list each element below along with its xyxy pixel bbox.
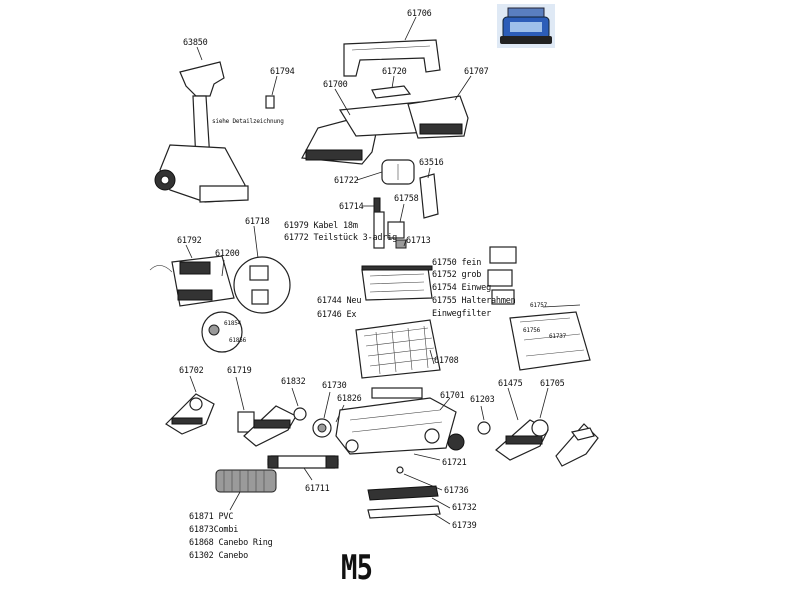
label-61475: 61475 [498, 379, 523, 389]
label-61200: 61200 [215, 249, 240, 259]
label-61718: 61718 [245, 217, 270, 227]
label-61744: 61744 Neu [317, 296, 362, 306]
label-filter-disposable-filter: Einwegfilter [432, 309, 492, 319]
handle-61706 [343, 39, 441, 77]
label-61794: 61794 [270, 67, 295, 77]
detail-circle-61718 [233, 256, 291, 314]
label-61756: 61756 [523, 327, 541, 334]
label-61706: 61706 [407, 9, 432, 19]
product-thumbnail [497, 4, 555, 48]
label-61719: 61719 [227, 366, 252, 376]
label-brush-pvc: 61871 PVC [189, 512, 234, 522]
label-filter-coarse: 61752 grob [432, 270, 482, 280]
label-61721: 61721 [442, 458, 467, 468]
label-61707: 61707 [464, 67, 489, 77]
label-61826: 61826 [337, 394, 362, 404]
label-61758: 61758 [394, 194, 419, 204]
part-61794 [265, 95, 275, 109]
label-61722: 61722 [334, 176, 359, 186]
wheel-61203 [447, 421, 491, 451]
drive-track-right [495, 419, 549, 461]
label-filter-fine: 61750 fein [432, 258, 482, 268]
side-panel-right [555, 423, 599, 467]
chassis-61701 [335, 387, 457, 455]
bar-61739 [367, 505, 441, 519]
label-61708: 61708 [434, 356, 459, 366]
side-panel-61702 [165, 393, 215, 435]
label-61792: 61792 [177, 236, 202, 246]
label-61746: 61746 Ex [317, 310, 357, 320]
filter-cartridge-61708 [355, 319, 441, 379]
label-63850: 63850 [183, 38, 208, 48]
label-63516: 63516 [419, 158, 444, 168]
label-brush-combi: 61873Combi [189, 525, 239, 535]
part-63516 [419, 173, 439, 219]
axle-roller-61711 [267, 455, 339, 469]
power-supply-61792 [149, 255, 269, 307]
label-61720: 61720 [382, 67, 407, 77]
disposable-filter-frame [509, 311, 591, 371]
label-61701: 61701 [440, 391, 465, 401]
label-61203: 61203 [470, 395, 495, 405]
label-61739: 61739 [452, 521, 477, 531]
part-61722 [381, 159, 415, 185]
detail-circle-61854 [201, 311, 243, 353]
label-cable-18m: 61979 Kabel 18m [284, 221, 358, 231]
label-61713: 61713 [406, 236, 431, 246]
label-brush-canebo: 61302 Canebo [189, 551, 249, 561]
label-61700: 61700 [323, 80, 348, 90]
label-61702: 61702 [179, 366, 204, 376]
caddy-cart-63850 [154, 61, 249, 203]
label-cable-piece: 61772 Teilstück 3-adrig [284, 233, 398, 243]
label-61856: 61856 [229, 337, 247, 344]
brush-roller [215, 469, 277, 493]
label-61705: 61705 [540, 379, 565, 389]
filter-inserts [487, 246, 517, 305]
model-title: M5 [341, 548, 373, 588]
top-cover-assembly [301, 85, 469, 165]
brush-strip-61732 [367, 485, 439, 501]
label-61736: 61736 [444, 486, 469, 496]
drive-track-left [243, 405, 297, 447]
label-61832: 61832 [281, 377, 306, 387]
label-61737: 61737 [549, 333, 567, 340]
label-61732: 61732 [452, 503, 477, 513]
label-61854: 61854 [224, 320, 242, 327]
label-brush-canebo-ring: 61868 Canebo Ring [189, 538, 273, 548]
filter-basket-61744 [361, 265, 433, 301]
label-filter-frame: 61755 Halterahmen [432, 296, 516, 306]
label-detail-note: siehe Detailzeichnung [212, 118, 284, 125]
cable-parts [373, 197, 407, 249]
label-61730: 61730 [322, 381, 347, 391]
label-filter-disposable: 61754 Einweg [432, 283, 492, 293]
label-61714: 61714 [339, 202, 364, 212]
label-61711: 61711 [305, 484, 330, 494]
label-61757: 61757 [530, 302, 548, 309]
